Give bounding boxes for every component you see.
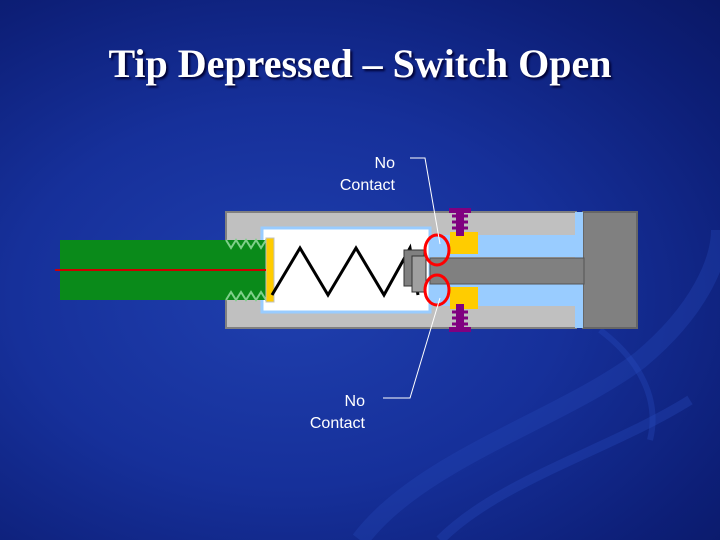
center-shaft: [429, 257, 585, 285]
upper-contact-ring: [423, 233, 451, 267]
compression-spring: [270, 243, 420, 299]
top-label-line1: No: [374, 155, 395, 172]
bottom-label-line2: Contact: [309, 415, 365, 432]
tip-threads-bottom: [225, 290, 272, 302]
slide-title: Tip Depressed – Switch Open: [108, 41, 612, 86]
top-leader-line: [410, 157, 441, 245]
lower-contact-ring: [423, 273, 451, 307]
bottom-label-line1: No: [344, 393, 365, 410]
top-contact-label: No Contact: [340, 153, 395, 197]
tip-threads-top: [225, 238, 272, 250]
top-label-line2: Contact: [339, 177, 395, 194]
lower-contact-block: [450, 287, 478, 309]
bottom-leader-line: [383, 297, 441, 399]
plunger-block-front: [411, 255, 427, 293]
end-cap: [582, 211, 638, 329]
upper-contact-block: [450, 232, 478, 254]
upper-contact-screw: [449, 208, 471, 236]
lower-contact-screw: [449, 304, 471, 332]
bottom-contact-label: No Contact: [310, 391, 365, 435]
